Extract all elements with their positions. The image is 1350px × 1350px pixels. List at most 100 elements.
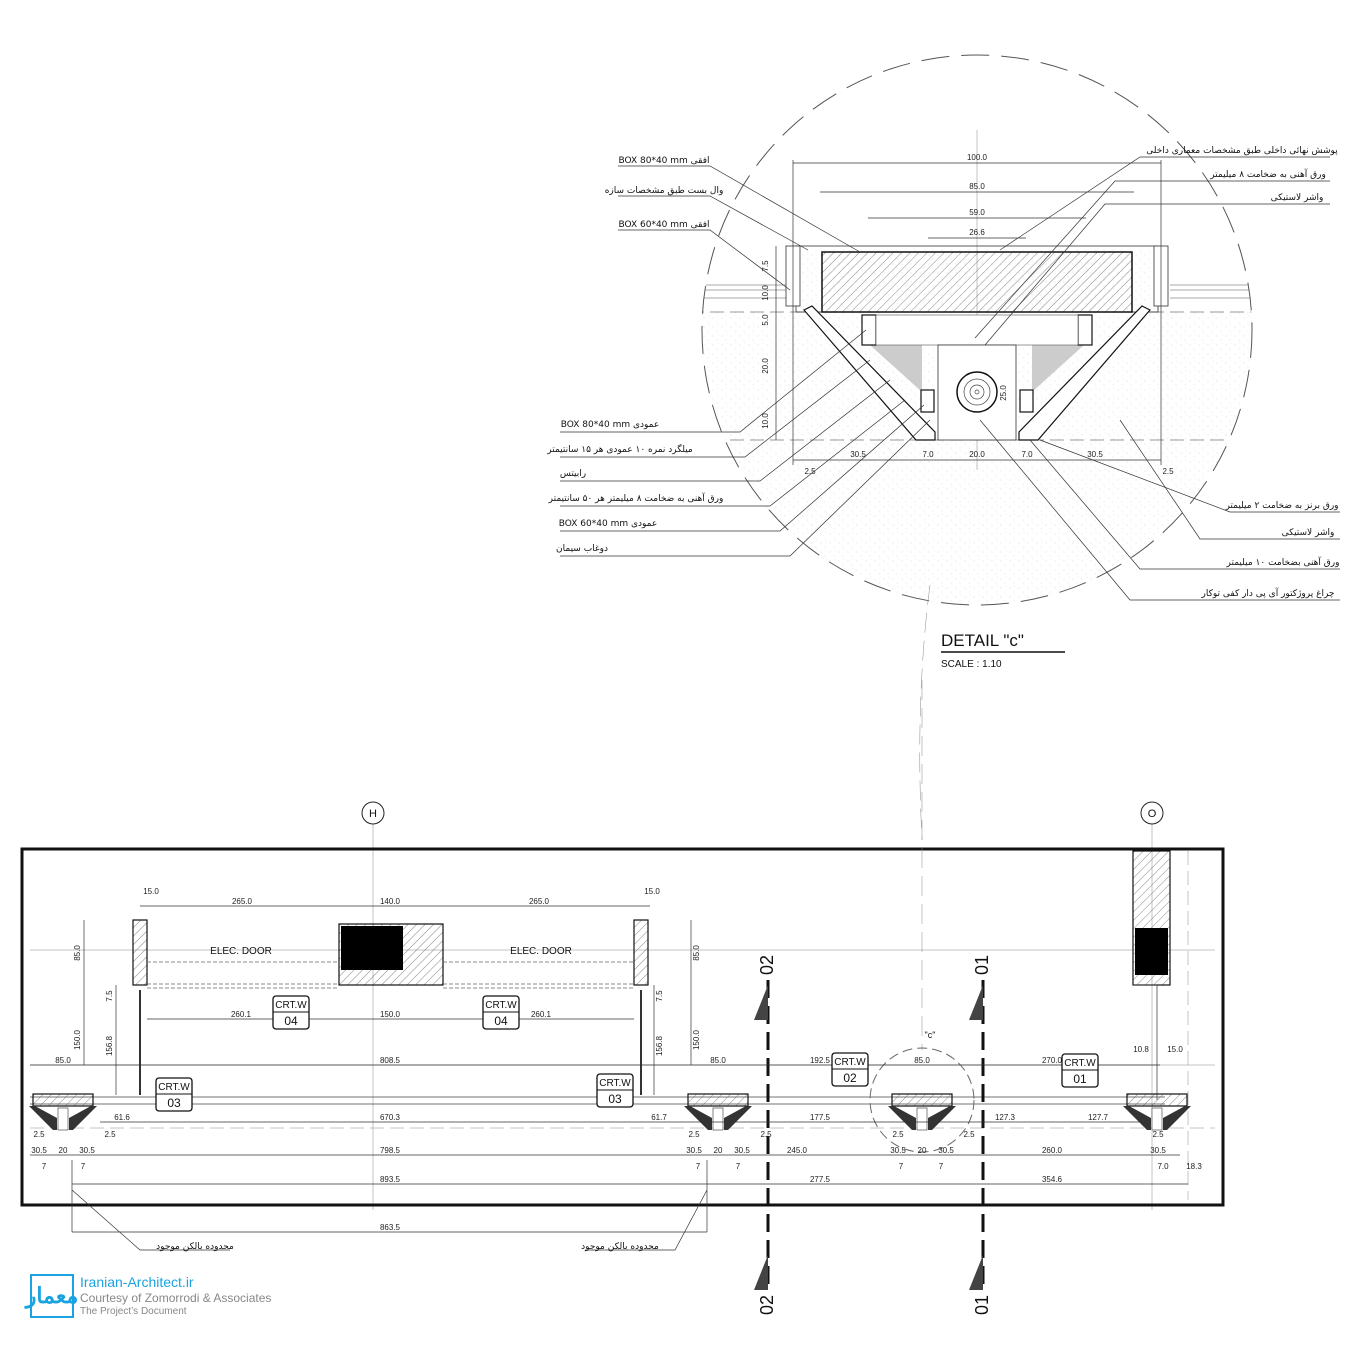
elec-door-label-1: ELEC. DOOR [210,946,272,957]
dimension-text: 20 [714,1146,723,1155]
detail-c-callout-label: "c" [925,1030,936,1040]
dimension-text: 85.0 [914,1056,930,1065]
dimension-text: 10.0 [761,413,770,429]
dimension-text: 5.0 [761,314,770,326]
dimension-text: 260.0 [1042,1146,1063,1155]
balcony-label-2: محدوده بالکن موجود [581,1242,659,1252]
tag-type: CRT.W [599,1078,631,1089]
callout-label-right: پوشش نهائی داخلی طبق مشخصات معماری داخلی [1146,146,1338,156]
dimension-text: 18.3 [1186,1162,1202,1171]
dimension-text: 2.5 [688,1130,700,1139]
dimension-text: 7.0 [1021,450,1033,459]
callout-label-left: رابیتس [560,469,586,479]
box-80x40-horizontal [821,251,1133,313]
dimension-text: 61.6 [114,1113,130,1122]
dimension-text: 863.5 [380,1223,401,1232]
callout-label-right: چراغ پروژکتور آی پی دار کفی توکار [1201,587,1335,599]
dimension-text: 156.8 [655,1035,664,1056]
dimension-text: 15.0 [644,887,660,896]
dimension-text: 100.0 [967,153,988,162]
dimension-text: 7 [42,1162,47,1171]
watermark: معمار Iranian-Architect.ir Courtesy of Z… [26,1274,272,1318]
dimension-text: 15.0 [143,887,159,896]
dimension-text: 7 [696,1162,701,1171]
mortar-right [1032,345,1084,392]
svg-text:02: 02 [757,955,777,975]
dimension-text: 2.5 [760,1130,772,1139]
dimension-text: 2.5 [1162,467,1174,476]
dimension-text: 30.5 [734,1146,750,1155]
dimension-text: 30.5 [1087,450,1103,459]
balcony-bracket [684,1093,752,1131]
dimension-text: 85.0 [692,945,701,961]
tag-type: CRT.W [834,1057,866,1068]
tag-type: CRT.W [158,1082,190,1093]
dimension-text: 2.5 [963,1130,975,1139]
dimension-text: 15.0 [1167,1045,1183,1054]
svg-text:O: O [1148,808,1157,820]
dimension-text: 140.0 [380,897,401,906]
dimension-text: 150.0 [380,1010,401,1019]
dimension-text: 85.0 [969,182,985,191]
dimension-text: 150.0 [692,1029,701,1050]
dimension-text: 260.1 [231,1010,252,1019]
dimension-text: 30.5 [890,1146,906,1155]
dimension-text: 265.0 [529,897,550,906]
callout-label-left: BOX 80*40 mm افقی [618,156,709,166]
box-80x40-vertical-right [1019,389,1034,413]
section-cut-01: 01 01 [969,955,992,1315]
dimension-text: 265.0 [232,897,253,906]
callout-label-right: ورق برنز به ضخامت ۲ میلیمتر [1224,501,1338,511]
dimension-text: 20 [918,1146,927,1155]
callout-label-left: BOX 60*40 mm عمودی [559,519,658,529]
dimension-text: 798.5 [380,1146,401,1155]
dimension-text: 61.7 [651,1113,667,1122]
tag-number: 04 [284,1014,298,1028]
grid-bubble-h: H [361,801,385,825]
leader-lines [560,156,1340,601]
callout-label-left: دوغاب سیمان [556,544,608,554]
dimension-text: 85.0 [55,1056,71,1065]
dimension-text: 30.5 [850,450,866,459]
dimension-text: 150.0 [73,1029,82,1050]
curtain-wall-tag: CRT.W04 [482,995,520,1030]
dimension-text: 85.0 [710,1056,726,1065]
detail-boundary-circle [701,54,1253,606]
dimension-text: 30.5 [79,1146,95,1155]
section-cut-02: 02 02 [754,955,777,1315]
dimension-text: 245.0 [787,1146,808,1155]
dimension-text: 7.0 [1157,1162,1169,1171]
dimension-text: 2.5 [804,467,816,476]
dimension-text: 7.5 [655,990,664,1002]
dimension-text: 354.6 [1042,1175,1063,1184]
callout-label-right: واشر لاستیکی [1271,193,1324,203]
dimension-text: 7 [736,1162,741,1171]
tag-type: CRT.W [275,1000,307,1011]
dimension-text: 7.5 [761,260,770,272]
svg-text:H: H [369,808,377,820]
tag-number: 02 [843,1071,857,1085]
watermark-courtesy: Courtesy of Zomorrodi & Associates [80,1291,272,1305]
callout-label-right: ورق آهنی به ضخامت ۸ میلیمتر [1209,168,1326,180]
tag-number: 03 [608,1092,622,1106]
balcony-bracket [1123,1093,1191,1131]
dimension-text: 7.5 [105,990,114,1002]
callout-label-left: BOX 60*40 mm افقی [618,220,709,230]
callout-label-left: BOX 80*40 mm عمودی [561,420,660,430]
detail-c: 100.085.059.026.67.510.05.020.010.025.02… [546,54,1340,841]
callout-label-right: واشر لاستیکی [1282,528,1335,538]
callout-label-right: ورق آهنی بضخامت ۱۰ میلیمتر [1226,556,1340,568]
dimension-text: 10.0 [761,285,770,301]
dimension-text: 2.5 [1152,1130,1164,1139]
dimension-text: 192.5 [810,1056,831,1065]
dimension-text: 10.8 [1133,1045,1149,1054]
grid-bubble-o: O [1140,801,1164,825]
dimension-text: 20.0 [969,450,985,459]
dimension-text: 156.8 [105,1035,114,1056]
tag-type: CRT.W [1064,1058,1096,1069]
dimension-text: 7 [939,1162,944,1171]
curtain-wall-tag: CRT.W01 [1061,1053,1099,1088]
watermark-site[interactable]: Iranian-Architect.ir [80,1274,194,1290]
tag-number: 04 [494,1014,508,1028]
